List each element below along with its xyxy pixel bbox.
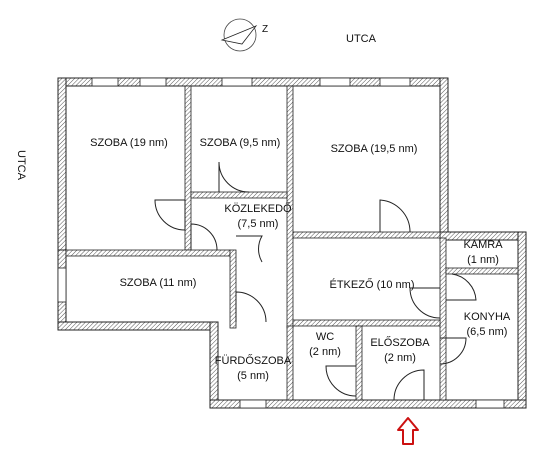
street-label-top: UTCA [346,33,376,45]
room-area: (2 nm) [384,352,416,364]
room-area: (10 nm) [376,279,415,291]
compass-letter: Z [262,24,268,35]
room-area: (6,5 nm) [466,326,508,338]
room-area: (11 nm) [159,277,197,289]
room-label-bedroom-small: SZOBA (9,5 nm) [192,136,288,151]
room-label-pantry: KAMRA (1 nm) [452,238,514,268]
room-label-wc: WC (2 nm) [296,330,354,360]
room-area: (19 nm) [129,137,168,149]
room-name: SZOBA [199,137,237,149]
doors [154,161,477,401]
street-label-left: UTCA [15,150,27,180]
room-name: SZOBA [119,277,157,289]
room-name: SZOBA [330,143,368,155]
interior-walls [65,85,519,401]
room-name: KÖZLEKEDŐ [224,203,292,215]
entrance-arrow-icon [397,417,419,445]
room-area: (5 nm) [237,370,269,382]
room-label-dining: ÉTKEZŐ (10 nm) [312,278,432,293]
windows [57,77,505,409]
room-area: (1 nm) [467,254,499,266]
room-name: ELŐSZOBA [370,337,430,349]
room-name: WC [315,331,335,343]
room-area: (7,5 nm) [237,218,279,230]
room-label-kitchen: KONYHA (6,5 nm) [452,310,522,340]
room-name: KAMRA [463,239,503,251]
room-area: (19,5 nm) [370,143,418,155]
room-name: SZOBA [90,137,127,149]
room-name: ÉTKEZŐ [329,279,374,291]
room-name: FÜRDŐSZOBA [214,355,292,367]
room-label-hallway: KÖZLEKEDŐ (7,5 nm) [220,202,296,232]
room-label-entrance-hall: ELŐSZOBA (2 nm) [362,336,438,366]
room-label-bathroom: FÜRDŐSZOBA (5 nm) [214,354,292,384]
room-area: (9,5 nm) [239,137,281,149]
room-name: KONYHA [463,311,511,323]
room-label-living-1: SZOBA (19 nm) [76,136,182,151]
room-area: (2 nm) [309,346,341,358]
north-arrow-icon: Z [220,18,268,52]
room-label-living-2: SZOBA (19,5 nm) [300,142,448,157]
room-label-bedroom-11: SZOBA (11 nm) [90,276,226,291]
